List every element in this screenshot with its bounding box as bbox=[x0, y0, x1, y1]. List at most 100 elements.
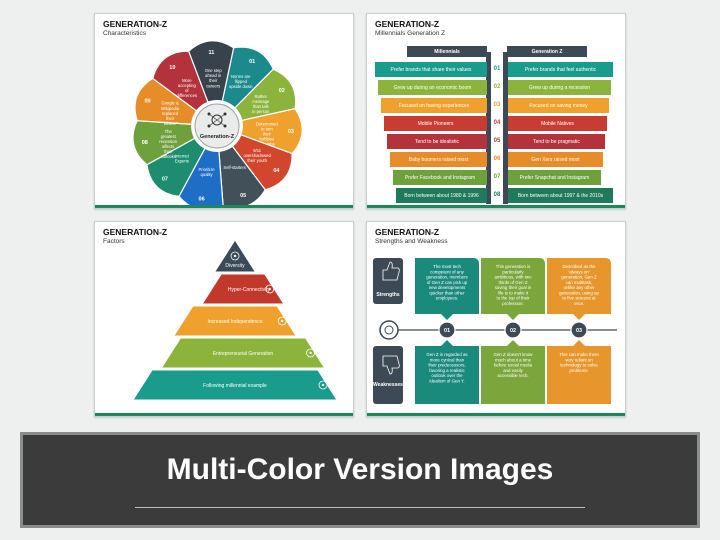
millennials-cell: Mobile Pioneers bbox=[384, 116, 487, 131]
level-text: Hyper-Connectivity bbox=[228, 287, 271, 293]
level-shape bbox=[132, 369, 338, 401]
slide-title: GENERATION-Z bbox=[375, 227, 440, 237]
petal-number: 08 bbox=[142, 140, 148, 146]
row-number: 07 bbox=[493, 174, 501, 180]
level-text: Entrepreneurial Generation bbox=[213, 351, 274, 357]
row-number: 05 bbox=[493, 138, 501, 144]
step-number: 03 bbox=[576, 328, 582, 334]
center-disc bbox=[194, 103, 240, 149]
genz-cell: Gen Xers raised most bbox=[508, 152, 603, 167]
pyramid-level: Hyper-Connectivity bbox=[201, 273, 285, 305]
weakness-box bbox=[547, 340, 611, 404]
growth-hand-icon bbox=[277, 316, 287, 326]
strengths-label: Strengths bbox=[376, 292, 400, 298]
slide-title: GENERATION-Z bbox=[103, 19, 168, 29]
accent-bar bbox=[367, 205, 625, 208]
pyramid-level: Diversity bbox=[213, 239, 257, 273]
petal-number: 11 bbox=[208, 50, 214, 56]
pyramid-level: Increased Independence bbox=[172, 305, 298, 337]
people-network-icon bbox=[230, 251, 240, 261]
row-number: 06 bbox=[493, 156, 501, 162]
thumbs-up-icon bbox=[382, 261, 400, 281]
step-marker bbox=[438, 321, 456, 339]
accent-bar bbox=[367, 413, 625, 416]
slide-subtitle: Characteristics bbox=[103, 30, 146, 37]
title-banner: Multi-Color Version Images bbox=[20, 432, 700, 528]
step-number: 02 bbox=[510, 328, 516, 334]
slide-title: GENERATION-Z bbox=[103, 227, 168, 237]
pyramid-level: Entrepreneurial Generation bbox=[160, 337, 326, 369]
row-number: 01 bbox=[493, 66, 501, 72]
step-marker bbox=[504, 321, 522, 339]
banner-title: Multi-Color Version Images bbox=[166, 453, 554, 486]
genz-header: Generation Z bbox=[507, 46, 587, 57]
millennials-cell: Prefer brands that share their values bbox=[375, 62, 487, 77]
petal-number: 10 bbox=[169, 65, 175, 71]
row-number: 02 bbox=[493, 84, 501, 90]
millennials-cell: Prefer Facebook and Instagram bbox=[393, 170, 487, 185]
thumbs-down-icon bbox=[382, 355, 400, 375]
slide-strengths-weakness[interactable]: GENERATION-Z Strengths and Weakness Stre… bbox=[366, 221, 626, 417]
level-text: Following millennial example bbox=[203, 383, 267, 389]
genz-cell: Focused on saving money bbox=[508, 98, 609, 113]
accent-bar bbox=[95, 413, 353, 416]
strength-text: Described as the'always on'generation, G… bbox=[559, 264, 599, 306]
weaknesses-label: Weaknesses bbox=[373, 382, 403, 388]
chart-icon bbox=[306, 348, 316, 358]
strength-box bbox=[481, 258, 545, 320]
genz-cell: Mobile Natives bbox=[508, 116, 607, 131]
level-shape bbox=[201, 273, 285, 305]
step-marker bbox=[570, 321, 588, 339]
millennials-cell: Tend to be idealistic bbox=[387, 134, 487, 149]
level-text: Diversity bbox=[225, 263, 245, 269]
millennials-cell: Grew up during an economic boom bbox=[378, 80, 487, 95]
row-number: 08 bbox=[493, 192, 501, 198]
weakness-box bbox=[481, 340, 545, 404]
slide-subtitle: Millennials Generation Z bbox=[375, 30, 446, 37]
step-number: 01 bbox=[444, 328, 450, 334]
weakness-box bbox=[415, 340, 479, 404]
millennials-cell: Born between about 1980 & 1996 bbox=[396, 188, 487, 203]
slide-millennials-genz[interactable]: GENERATION-Z Millennials Generation Z Mi… bbox=[366, 13, 626, 209]
genz-cell: Born between about 1997 & the 2010s bbox=[508, 188, 613, 203]
share-nodes-icon bbox=[265, 284, 275, 294]
genz-cell: Prefer Snapchat and Instagram bbox=[508, 170, 601, 185]
petal-number: 09 bbox=[144, 98, 150, 104]
banner-underline bbox=[135, 507, 585, 508]
petal-number: 07 bbox=[162, 177, 168, 183]
row-number: 03 bbox=[493, 102, 501, 108]
genz-cell: Tend to be pragmatic bbox=[508, 134, 605, 149]
right-divider bbox=[503, 52, 508, 204]
petal-shape bbox=[187, 40, 235, 107]
strengths-block: Strengths bbox=[373, 258, 403, 304]
slide-subtitle: Strengths and Weakness bbox=[375, 238, 448, 245]
millennials-header: Millennials bbox=[407, 46, 487, 57]
petal-number: 03 bbox=[288, 129, 294, 135]
petal-number: 01 bbox=[249, 59, 255, 65]
wifi-icon bbox=[318, 380, 328, 390]
petal-text: Self-starters bbox=[223, 165, 246, 170]
